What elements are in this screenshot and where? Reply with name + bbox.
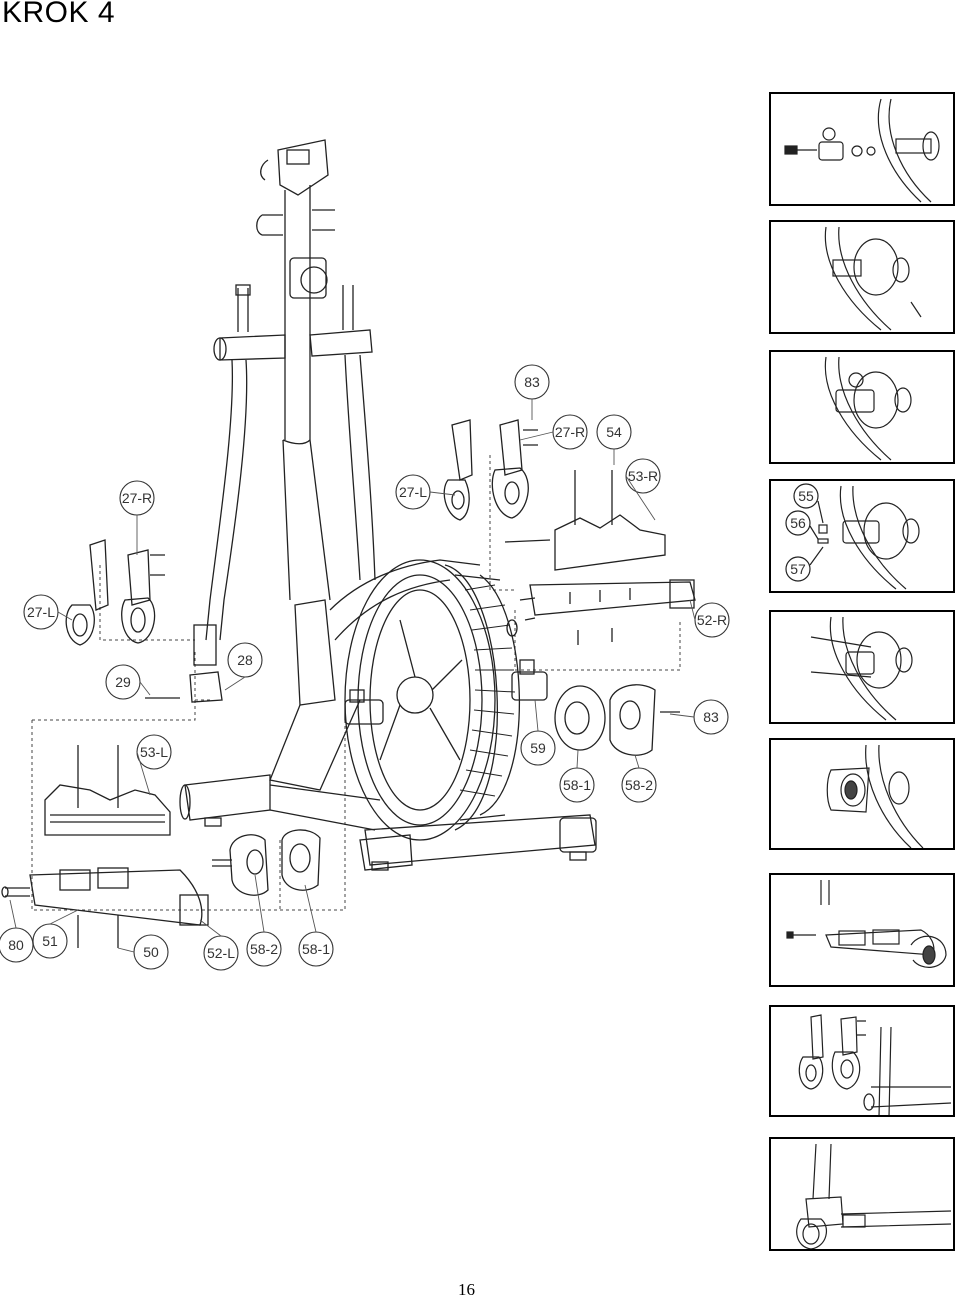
label-29: 29	[115, 674, 131, 690]
left-end-caps	[212, 829, 321, 896]
label-50: 50	[143, 944, 159, 960]
detail-panel-4: 55 56 57	[769, 479, 955, 593]
label-52l: 52-L	[207, 945, 235, 961]
left-crank-parts	[65, 539, 180, 699]
label-58-2-left: 58-2	[250, 941, 278, 957]
label-58-1-left: 58-1	[302, 941, 330, 957]
label-58-1-right: 58-1	[563, 777, 591, 793]
left-pedal-bar	[1, 867, 209, 948]
label-27l-left: 27-L	[27, 604, 55, 620]
right-crank-parts	[443, 419, 696, 645]
label-56: 56	[790, 515, 806, 531]
main-frame	[179, 559, 597, 871]
label-55: 55	[798, 488, 814, 504]
label-27r-right: 27-R	[555, 424, 585, 440]
label-52r: 52-R	[697, 612, 727, 628]
right-handle-arm	[309, 285, 376, 581]
detail-panel-1	[769, 92, 955, 206]
detail-panel-3	[769, 350, 955, 464]
axle-hardware	[344, 659, 548, 725]
label-27r-left: 27-R	[122, 490, 152, 506]
page-number: 16	[458, 1280, 475, 1299]
label-28: 28	[237, 652, 253, 668]
label-58-2-right: 58-2	[625, 777, 653, 793]
label-83-top: 83	[524, 374, 540, 390]
part-callout-labels: 83 27-R 54 53-R 27-L 27-R 27-L 29 28 52-…	[8, 374, 727, 961]
label-57: 57	[790, 561, 806, 577]
part-callouts	[0, 364, 730, 971]
assembly-guide-lines	[31, 455, 681, 911]
flywheel-ribs	[459, 584, 516, 797]
label-83-right: 83	[703, 709, 719, 725]
page-title: KROK 4	[2, 0, 116, 29]
label-53l: 53-L	[140, 744, 168, 760]
detail-panel-7	[769, 873, 955, 987]
label-51: 51	[42, 933, 58, 949]
left-pedal	[44, 745, 171, 836]
label-27l-right: 27-L	[399, 484, 427, 500]
leader-lines	[9, 399, 696, 953]
label-53r: 53-R	[628, 468, 658, 484]
detail-panel-8	[769, 1005, 955, 1117]
label-54: 54	[606, 424, 622, 440]
label-80: 80	[8, 937, 24, 953]
detail-panel-6	[769, 738, 955, 850]
left-handle-arm	[189, 284, 286, 703]
label-59: 59	[530, 740, 546, 756]
detail-panel-2	[769, 220, 955, 334]
console-mast	[256, 139, 335, 601]
right-end-caps	[554, 684, 680, 756]
detail-panel-5	[769, 610, 955, 724]
detail-panel-9	[769, 1137, 955, 1251]
